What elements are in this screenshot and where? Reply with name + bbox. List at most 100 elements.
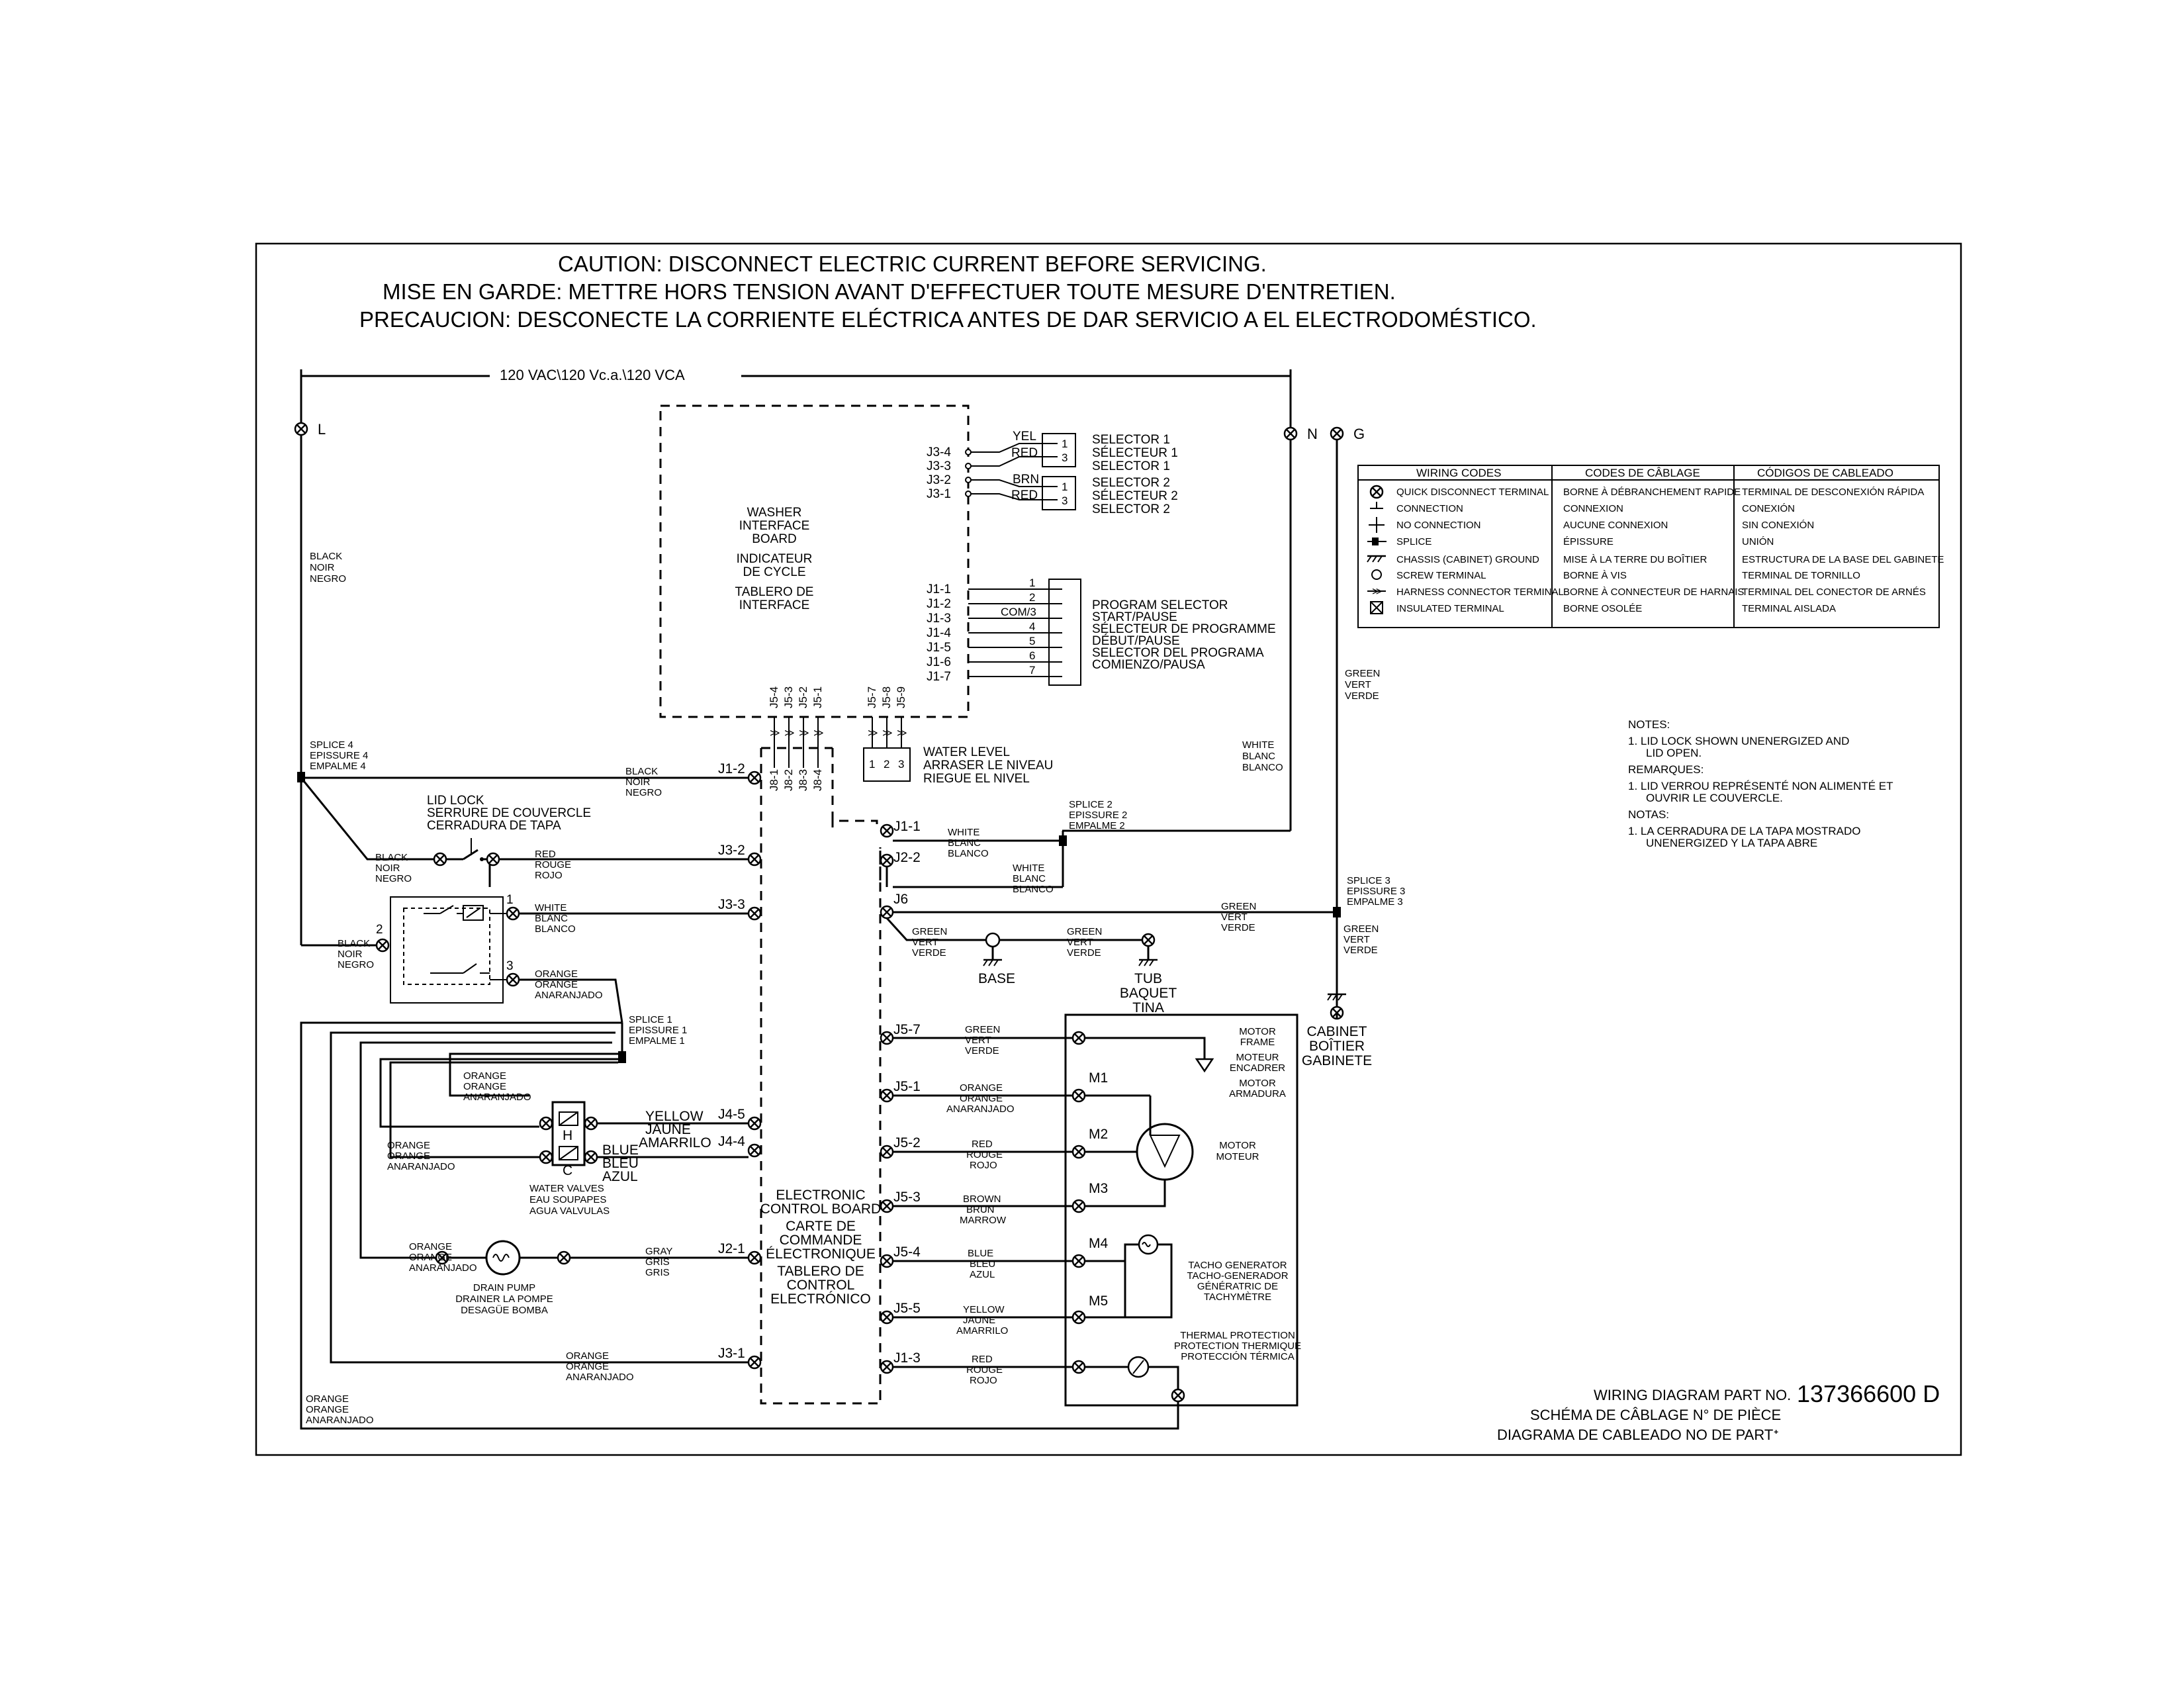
svg-text:JAUNE: JAUNE <box>645 1122 691 1137</box>
legend-no-connection-icon <box>1369 517 1385 533</box>
washer-interface-board <box>659 404 970 718</box>
svg-text:COMMANDE: COMMANDE <box>780 1233 862 1248</box>
svg-text:J5-2: J5-2 <box>797 686 809 708</box>
svg-text:≫: ≫ <box>1372 586 1383 597</box>
svg-text:INDICATEUR: INDICATEUR <box>737 552 813 566</box>
svg-text:≫: ≫ <box>868 727 878 739</box>
svg-text:WHITE: WHITE <box>1242 739 1274 751</box>
control-board-left-terminals: J1-2 J3-2 J3-3 J4-5 J4-4 J2-1 J3-1 <box>718 761 762 1370</box>
svg-text:NOTAS:: NOTAS: <box>1628 808 1669 821</box>
svg-text:J1-4: J1-4 <box>927 626 951 640</box>
svg-text:BORNE À VIS: BORNE À VIS <box>1563 570 1627 581</box>
svg-text:TERMINAL DE DESCONEXIÓN RÁPIDA: TERMINAL DE DESCONEXIÓN RÁPIDA <box>1742 487 1924 498</box>
svg-text:INTERFACE: INTERFACE <box>739 519 810 533</box>
control-board-label: ELECTRONIC CONTROL BOARD CARTE DE COMMAN… <box>760 1188 881 1307</box>
valve-hot-label: H <box>563 1128 572 1143</box>
tacho-generator <box>1085 1234 1173 1319</box>
svg-text:J5-9: J5-9 <box>895 686 907 708</box>
svg-text:J3-3: J3-3 <box>927 459 951 473</box>
svg-text:7: 7 <box>1029 664 1035 677</box>
svg-text:PROTECTION THERMIQUE: PROTECTION THERMIQUE <box>1174 1340 1301 1352</box>
label-orange-valve-1: ORANGE ORANGE ANARANJADO <box>463 1070 531 1103</box>
svg-text:ANARANJADO: ANARANJADO <box>306 1415 374 1426</box>
svg-text:ANARANJADO: ANARANJADO <box>463 1092 531 1103</box>
motor-frame-ground <box>1085 1037 1214 1073</box>
svg-text:M1: M1 <box>1089 1070 1108 1086</box>
svg-text:ANARANJADO: ANARANJADO <box>387 1161 455 1172</box>
legend-ground-icon <box>1366 555 1387 563</box>
svg-text:1: 1 <box>869 758 875 771</box>
svg-text:J2-2: J2-2 <box>893 850 921 865</box>
svg-text:GREEN: GREEN <box>912 926 947 937</box>
svg-text:RED: RED <box>972 1139 993 1150</box>
svg-text:M2: M2 <box>1089 1127 1108 1142</box>
svg-text:WATER LEVEL: WATER LEVEL <box>923 745 1010 759</box>
water-valves-label: WATER VALVES EAU SOUPAPES AGUA VALVULAS <box>529 1183 610 1217</box>
svg-text:2: 2 <box>1029 591 1035 604</box>
svg-text:WHITE: WHITE <box>948 827 979 838</box>
label-green-cabinet: GREEN VERT VERDE <box>1343 923 1379 956</box>
lid-lock-pin-1: 1 <box>506 893 514 907</box>
supply-voltage: 120 VAC\120 Vc.a.\120 VCA <box>500 367 685 383</box>
diagram-frame <box>255 242 1962 1456</box>
svg-text:UNENERGIZED Y LA TAPA ABRE: UNENERGIZED Y LA TAPA ABRE <box>1646 837 1817 849</box>
label-gray-pump: GRAY GRIS GRIS <box>645 1246 672 1278</box>
svg-text:ORANGE: ORANGE <box>306 1393 349 1405</box>
label-orange-j3-1: ORANGE ORANGE ANARANJADO <box>566 1350 634 1383</box>
legend-harness-connector-icon: ≫ <box>1367 586 1386 597</box>
notes: NOTES: 1. LID LOCK SHOWN UNENERGIZED AND… <box>1628 718 1893 849</box>
svg-text:M3: M3 <box>1089 1181 1108 1196</box>
tub-label: TUB BAQUET TINA <box>1120 971 1177 1015</box>
svg-text:J3-1: J3-1 <box>718 1346 745 1361</box>
svg-text:QUICK DISCONNECT TERMINAL: QUICK DISCONNECT TERMINAL <box>1396 487 1549 498</box>
base-screw-terminal <box>985 932 1001 948</box>
svg-text:ORANGE: ORANGE <box>409 1252 452 1263</box>
svg-text:SELECTOR 2: SELECTOR 2 <box>1092 476 1170 490</box>
water-level-label: WATER LEVEL ARRASER LE NIVEAU RIEGUE EL … <box>923 745 1053 786</box>
svg-text:3: 3 <box>1062 451 1068 464</box>
label-orange-pump: ORANGE ORANGE ANARANJADO <box>409 1241 477 1274</box>
svg-text:JAUNE: JAUNE <box>963 1315 995 1326</box>
svg-text:ROJO: ROJO <box>535 870 563 881</box>
svg-text:AGUA VALVULAS: AGUA VALVULAS <box>529 1205 610 1217</box>
svg-text:1. LID LOCK SHOWN UNENERGIZED: 1. LID LOCK SHOWN UNENERGIZED AND <box>1628 735 1849 747</box>
svg-text:J3-2: J3-2 <box>927 473 951 487</box>
svg-text:WHITE: WHITE <box>1013 863 1044 874</box>
svg-text:SÉLECTEUR 2: SÉLECTEUR 2 <box>1092 489 1178 503</box>
svg-text:UNIÓN: UNIÓN <box>1742 536 1774 547</box>
wire-orange-lidlock <box>519 978 623 1023</box>
svg-text:ROJO: ROJO <box>970 1375 997 1386</box>
svg-text:BLANCO: BLANCO <box>535 923 576 935</box>
svg-text:TINA: TINA <box>1132 1000 1164 1015</box>
svg-text:GRIS: GRIS <box>645 1256 670 1268</box>
svg-text:J5-3: J5-3 <box>893 1190 921 1205</box>
terminal-N <box>1283 426 1298 441</box>
svg-text:LID LOCK: LID LOCK <box>427 794 484 808</box>
svg-text:VERT: VERT <box>1067 937 1093 948</box>
svg-text:SÉLECTEUR 1: SÉLECTEUR 1 <box>1092 446 1178 460</box>
motor-terminals: M1 M2 M3 M4 M5 <box>1071 1031 1108 1374</box>
svg-text:J5-4: J5-4 <box>893 1244 921 1260</box>
lid-lock-body <box>390 896 504 1004</box>
motor-block <box>1064 1013 1298 1407</box>
label-N: N <box>1307 426 1318 442</box>
svg-text:ANARANJADO: ANARANJADO <box>566 1372 634 1383</box>
svg-text:YELLOW: YELLOW <box>963 1304 1005 1315</box>
svg-text:ORANGE: ORANGE <box>960 1093 1003 1104</box>
svg-text:BORNE À CONNECTEUR DE HARNAIS: BORNE À CONNECTEUR DE HARNAIS <box>1563 586 1744 598</box>
svg-text:J5-7: J5-7 <box>893 1022 921 1037</box>
svg-text:MOTOR: MOTOR <box>1219 1140 1256 1151</box>
svg-text:GRAY: GRAY <box>645 1246 672 1257</box>
svg-text:ANARANJADO: ANARANJADO <box>946 1103 1015 1115</box>
svg-text:RED: RED <box>972 1354 993 1365</box>
svg-text:M4: M4 <box>1089 1236 1108 1251</box>
legend-insulated-terminal-icon <box>1370 601 1383 614</box>
svg-text:J5-8: J5-8 <box>880 686 893 708</box>
svg-text:ORANGE: ORANGE <box>409 1241 452 1252</box>
svg-text:EAU SOUPAPES: EAU SOUPAPES <box>529 1194 606 1205</box>
svg-text:MOTEUR: MOTEUR <box>1216 1151 1259 1162</box>
svg-text:PROGRAM SELECTOR: PROGRAM SELECTOR <box>1092 598 1228 612</box>
label-yellow-valve: YELLOW JAUNE AMARRILO <box>639 1109 711 1150</box>
svg-text:MOTOR: MOTOR <box>1239 1078 1276 1089</box>
svg-text:BORNE À DÉBRANCHEMENT RAPIDE: BORNE À DÉBRANCHEMENT RAPIDE <box>1563 487 1741 498</box>
